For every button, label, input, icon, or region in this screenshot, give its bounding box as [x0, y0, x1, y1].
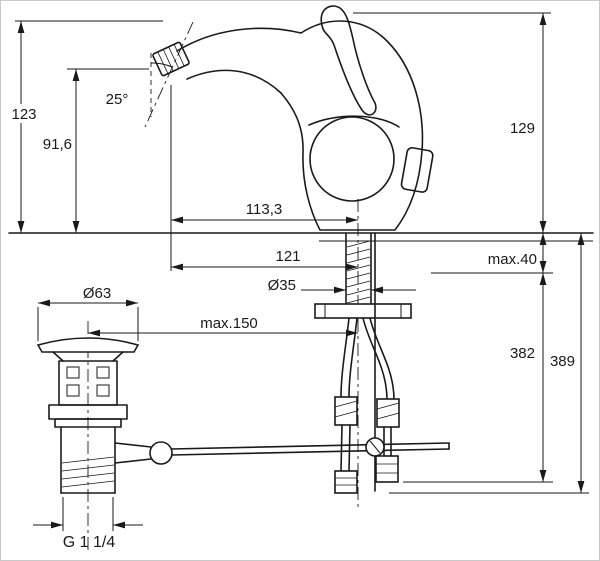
mounting-washer [314, 303, 412, 319]
side-tab [400, 146, 434, 193]
mounting-shank [314, 232, 412, 319]
dim-label-121: 121 [275, 248, 300, 265]
aerator-rib [162, 49, 174, 72]
dimension-labels: 123 91,6 25° 129 113,3 121 max.40 Ø63 Ø3… [6, 91, 575, 551]
waste-cap [36, 337, 140, 353]
hose-b-right [369, 317, 395, 400]
body-circle-face [309, 116, 395, 202]
dim-label-113-3: 113,3 [246, 201, 282, 218]
dim-label-max40: max.40 [488, 251, 537, 268]
dim-label-max150: max.150 [200, 315, 258, 332]
dim-label-thread: G 1 1/4 [63, 534, 116, 551]
ball-joint [149, 441, 173, 465]
angle-annotation [144, 21, 194, 128]
aerator [152, 41, 190, 77]
dim-label-389: 389 [550, 353, 575, 370]
valve-hatch [334, 410, 358, 418]
faucet-assembly [152, 5, 434, 231]
dim-label-91-6: 91,6 [43, 136, 72, 153]
hose-b-valve [376, 398, 400, 428]
spout-lower-edge [186, 69, 282, 94]
hose-a-valve [334, 396, 358, 426]
extension-lines [15, 12, 589, 531]
cap-cone [112, 351, 124, 362]
dimension-lines [17, 12, 585, 529]
hose-b-left [362, 317, 388, 400]
waste-side-outlet [114, 458, 152, 464]
spout-axis-line [144, 21, 194, 128]
pop-up-linkage [149, 232, 450, 492]
centerlines [87, 199, 359, 551]
waste-side-outlet [114, 442, 152, 448]
cap-cone [52, 351, 64, 362]
waste-slot [96, 384, 110, 397]
label-mask [6, 104, 42, 123]
valve-hatch [376, 412, 400, 420]
shank-thread-hatch [346, 240, 371, 304]
valve-hatch [376, 402, 400, 410]
aerator-rib [157, 51, 169, 74]
hose-b-connector [375, 455, 399, 483]
horizontal-rod-top [170, 442, 450, 450]
waste-slot [66, 366, 80, 379]
spout-upper-edge [176, 27, 302, 52]
clamp-screw-slot [369, 440, 381, 454]
faucet-body-outline [280, 20, 424, 231]
mounting-deck [8, 232, 594, 242]
waste-slot [96, 366, 110, 379]
drain-assembly [36, 337, 152, 494]
lever-handle [320, 5, 377, 116]
hose-a-left [340, 317, 350, 398]
valve-hatch [334, 400, 358, 408]
dim-label-123: 123 [11, 106, 36, 123]
hose-a-connector [334, 470, 358, 494]
hose-a-tail [348, 424, 351, 472]
waste-thread-hatch [61, 456, 115, 488]
supply-hoses [334, 317, 400, 494]
dim-label-25deg: 25° [106, 91, 129, 108]
angle-arc [150, 62, 173, 68]
dim-label-dia63: Ø63 [83, 285, 111, 302]
dim-label-382: 382 [510, 345, 535, 362]
waste-slot [66, 384, 80, 397]
body-seam-line [308, 115, 400, 128]
aerator-rib [168, 46, 180, 69]
aerator-rib [173, 44, 185, 67]
hose-a-right [348, 317, 358, 398]
dim-label-129: 129 [510, 120, 535, 137]
horizontal-rod-bottom [170, 448, 450, 456]
side-tab-outline [400, 146, 434, 193]
hose-a-tail [340, 424, 343, 472]
waste-step [54, 418, 122, 428]
dim-label-dia35: Ø35 [268, 277, 296, 294]
aerator-outline [152, 41, 190, 77]
